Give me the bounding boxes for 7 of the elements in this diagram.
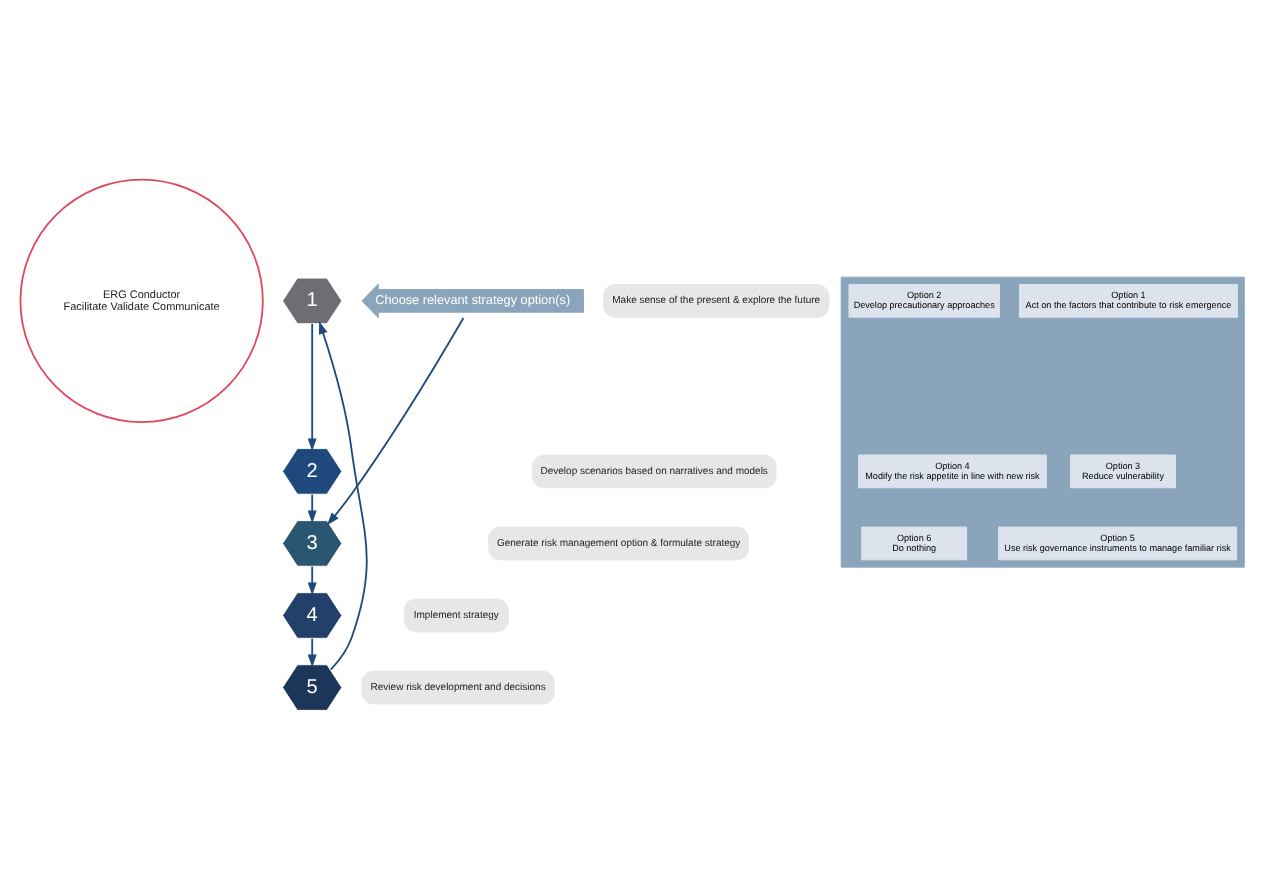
arrow: [307, 564, 317, 595]
cluster: [840, 275, 1245, 567]
arrow: [327, 316, 465, 525]
arrow: [307, 321, 317, 451]
arrow: [307, 492, 317, 523]
arrow: [318, 320, 368, 670]
arrow: [307, 636, 317, 667]
